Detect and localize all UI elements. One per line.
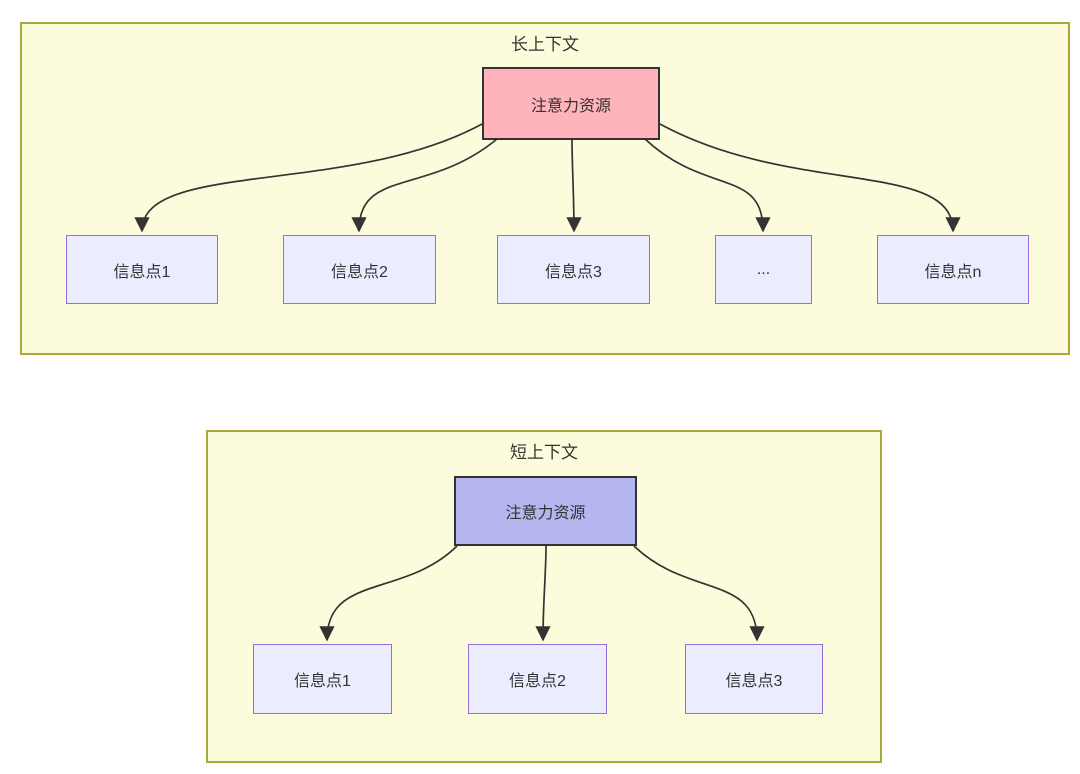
long-info-point-2-node: 信息点2 (283, 235, 436, 304)
long-info-point-n-node: 信息点n (877, 235, 1029, 304)
short-info-point-2-node: 信息点2 (468, 644, 607, 714)
long-info-point-1-node: 信息点1 (66, 235, 218, 304)
long-info-point-3-node: 信息点3 (497, 235, 650, 304)
long-info-point-ellipsis-node: ... (715, 235, 812, 304)
long-context-title: 长上下文 (511, 35, 579, 54)
long-attention-resource-node: 注意力资源 (482, 67, 660, 140)
short-info-point-1-node: 信息点1 (253, 644, 392, 714)
short-info-point-3-node: 信息点3 (685, 644, 823, 714)
short-context-title: 短上下文 (510, 443, 578, 462)
short-attention-resource-node: 注意力资源 (454, 476, 637, 546)
